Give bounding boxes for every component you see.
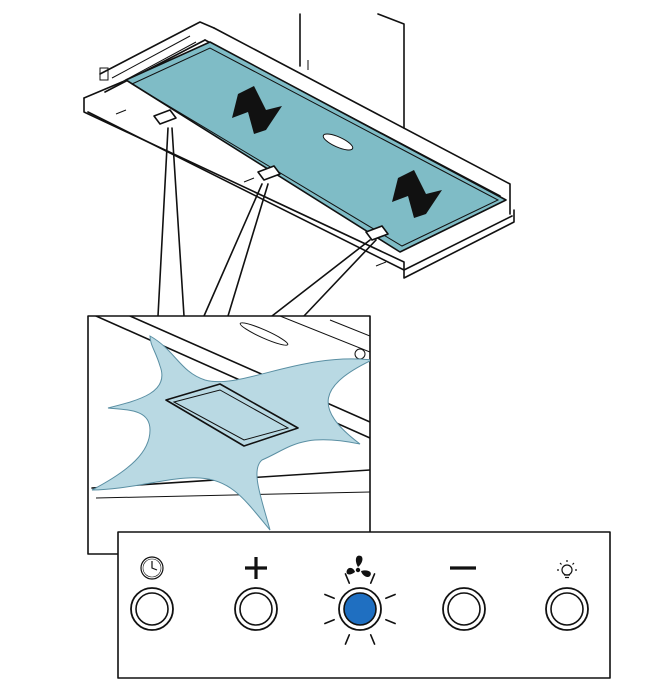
light-button-cap	[550, 592, 584, 626]
insert-arrow-2	[392, 170, 442, 218]
light-button[interactable]	[545, 587, 589, 631]
light-bulb-icon	[557, 560, 577, 579]
plus-icon	[245, 557, 267, 579]
leader-line-4	[227, 183, 269, 317]
fan-icon	[346, 555, 371, 578]
plus-button-cap	[239, 592, 273, 626]
leader-line-1	[157, 127, 169, 317]
minus-button[interactable]	[442, 587, 486, 631]
button-row	[130, 587, 589, 631]
magnified-latch-callout	[87, 315, 371, 555]
tray-mark-1	[115, 109, 127, 115]
tray-mark-3	[375, 261, 387, 267]
callout-tray-edge-3	[279, 316, 370, 353]
timer-button[interactable]	[130, 587, 174, 631]
blink-ray	[369, 634, 376, 645]
tray-mark-2	[243, 177, 255, 183]
blink-ray	[344, 634, 351, 645]
minus-button-cap	[447, 592, 481, 626]
blink-indicator	[324, 573, 396, 645]
blink-ray	[324, 618, 335, 625]
blink-ray	[385, 593, 396, 600]
callout-leader-lines	[157, 127, 377, 317]
plus-button[interactable]	[234, 587, 278, 631]
filter-handle	[322, 133, 354, 151]
blink-ray	[385, 618, 396, 625]
control-panel	[117, 531, 611, 679]
hood-tray-left-top	[83, 81, 123, 99]
callout-lower-edge-2	[95, 491, 370, 499]
fan-button-cap	[343, 592, 377, 626]
blink-ray	[344, 573, 351, 584]
leader-line-6	[303, 239, 377, 317]
leader-line-5	[271, 239, 371, 317]
latch-3	[365, 225, 389, 241]
blink-ray	[324, 593, 335, 600]
callout-corner-mark	[329, 319, 370, 337]
latch-2	[257, 165, 281, 181]
leader-line-3	[203, 183, 263, 317]
clock-icon	[140, 556, 164, 580]
hood-rail-inner	[104, 39, 206, 93]
timer-button-cap	[135, 592, 169, 626]
filter-inner-border	[130, 47, 500, 247]
hood-tray-lip	[87, 111, 513, 271]
latch-recess	[165, 383, 299, 447]
latch-1	[153, 109, 177, 125]
blink-ray	[369, 573, 376, 584]
insert-arrow-1	[232, 86, 282, 134]
hood-rail-detail	[111, 35, 191, 79]
hood-back-top-edge	[213, 27, 511, 215]
fan-button[interactable]	[338, 587, 382, 631]
hood-rail-left	[99, 21, 215, 75]
callout-tray-edge-2	[129, 316, 370, 423]
hood-clip	[99, 67, 109, 81]
latch-recess-inner	[172, 389, 290, 441]
leader-line-2	[171, 127, 185, 317]
callout-slot	[239, 322, 289, 346]
cooker-hood-illustration	[83, 13, 515, 279]
chimney-right-edge	[377, 13, 405, 129]
